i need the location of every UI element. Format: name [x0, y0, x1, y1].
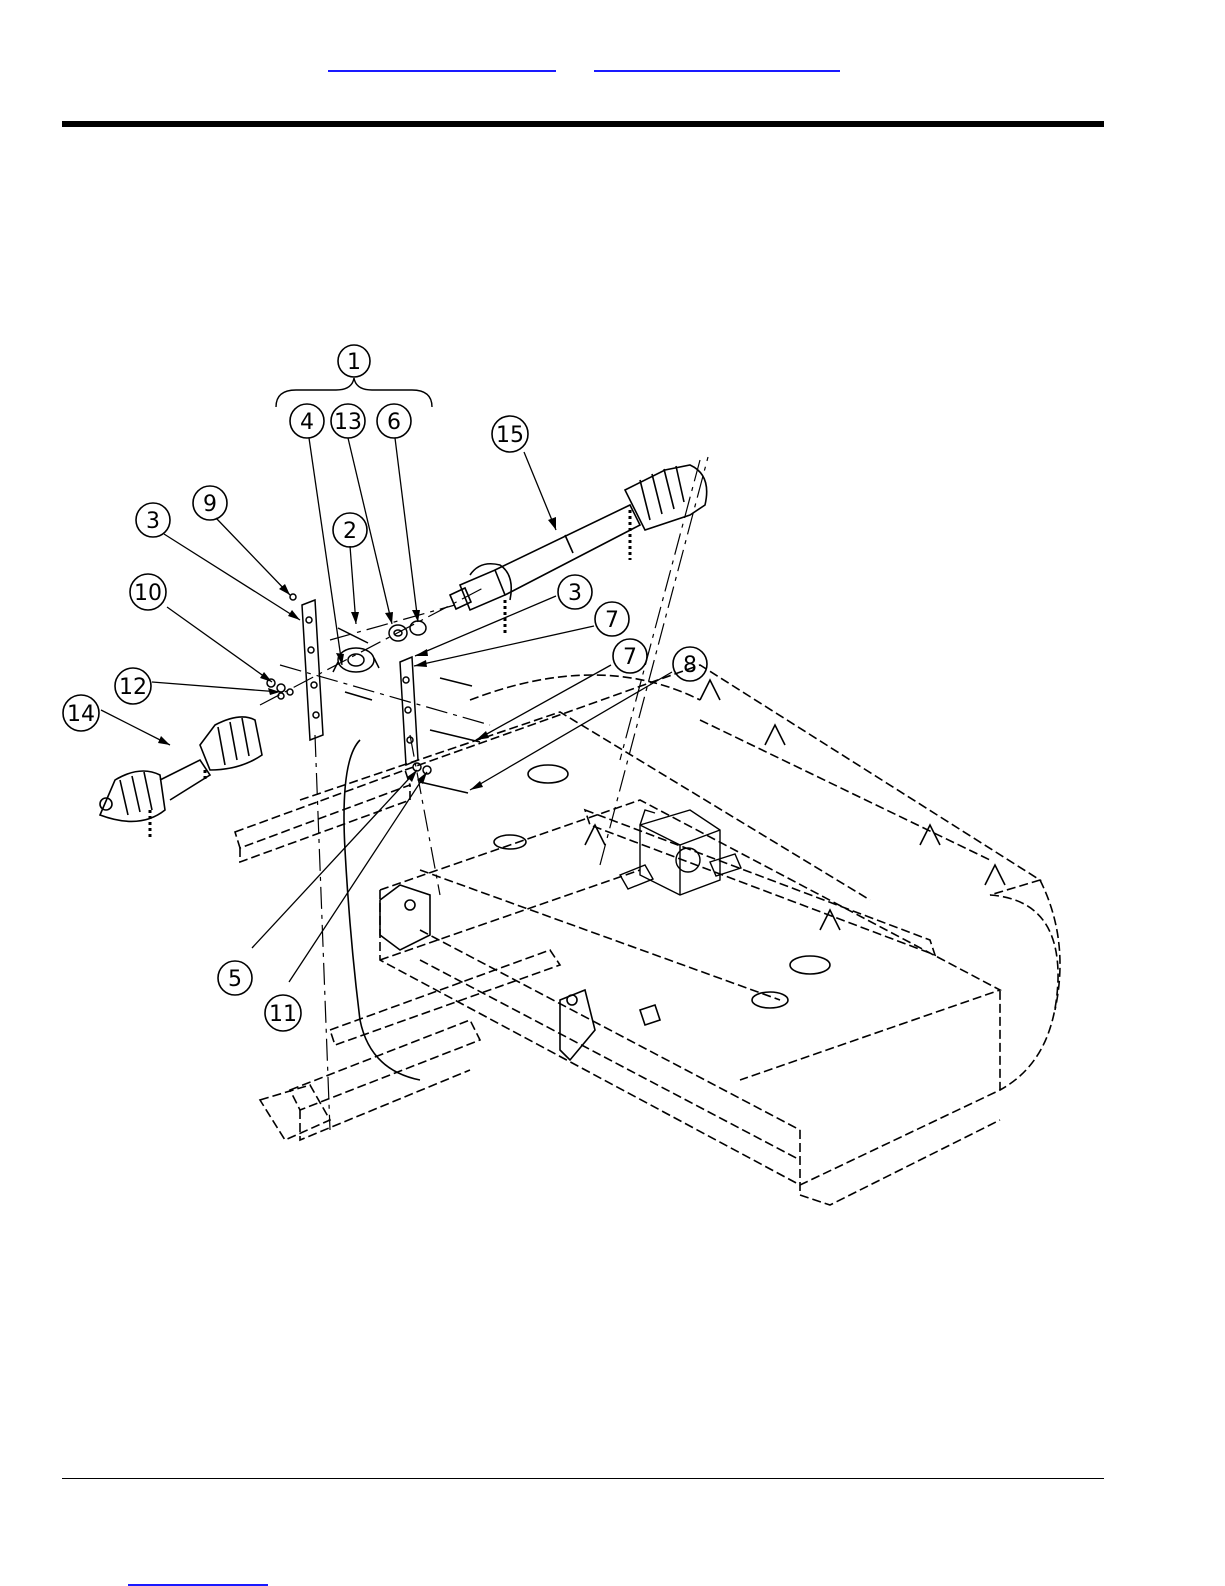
callout-13: 13	[334, 410, 362, 435]
callout-14: 14	[67, 702, 95, 727]
center-lines	[260, 457, 708, 1130]
callout-15: 15	[496, 423, 524, 448]
callout-4: 4	[300, 410, 314, 435]
footer-rule	[62, 1478, 1104, 1479]
callout-11: 11	[269, 1002, 297, 1027]
callout-1: 1	[347, 350, 361, 375]
callout-3-left: 3	[146, 509, 160, 534]
callout-8: 8	[683, 653, 697, 678]
callout-7-upper: 7	[605, 608, 619, 633]
callout-circles	[63, 345, 707, 1031]
deck-brackets	[494, 680, 1005, 1008]
callout-2: 2	[343, 519, 357, 544]
mower-deck-frame	[235, 665, 1060, 1205]
callout-3-right: 3	[568, 581, 582, 606]
gearbox	[620, 810, 741, 895]
callout-5: 5	[228, 967, 242, 992]
callout-12: 12	[119, 675, 147, 700]
driveline-15	[450, 465, 707, 635]
driveline-14	[100, 717, 262, 840]
callout-9: 9	[203, 492, 217, 517]
assembly-brace	[276, 378, 432, 407]
footer-link[interactable]	[128, 1570, 268, 1586]
callout-10: 10	[134, 581, 162, 606]
bearing-assembly	[267, 594, 480, 793]
callout-6: 6	[387, 410, 401, 435]
callout-7-lower: 7	[623, 645, 637, 670]
leader-lines	[101, 438, 672, 982]
